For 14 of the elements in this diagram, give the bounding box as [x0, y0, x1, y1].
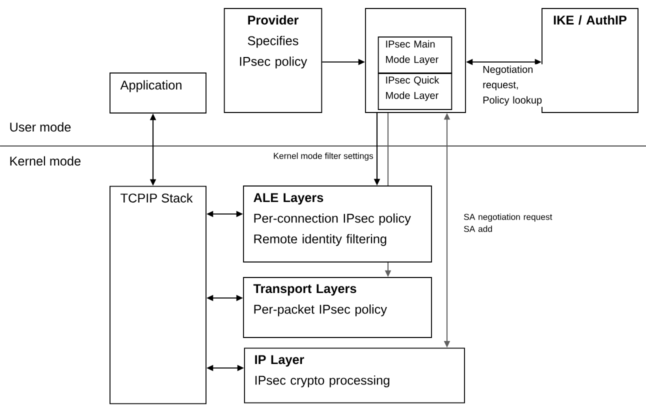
component-box: Application	[110, 72, 206, 114]
layer-box: Transport Layers Per-packet IPsec policy	[243, 277, 432, 338]
layer-box: ALE Layers Per-connection IPsec policy Remote identity filtering	[243, 186, 432, 262]
edge-label: Negotiation request, Policy lookup	[481, 64, 544, 107]
component-box: IKE / AuthIP	[542, 8, 638, 113]
layer-box: IPsec Main Mode Layer	[378, 36, 452, 74]
layer-box: IPsec Quick Mode Layer	[378, 73, 452, 110]
region-label: Kernel mode	[10, 156, 80, 166]
region-label: User mode	[10, 122, 71, 132]
component-box: TCPIP Stack	[110, 186, 206, 404]
edge-label: Kernel mode filter settings	[272, 151, 375, 162]
component-box: Provider Specifies IPsec policy	[224, 8, 322, 113]
edge-label: SA negotiation request SA add	[462, 212, 560, 234]
layer-box: IP Layer IPsec crypto processing	[244, 348, 465, 404]
